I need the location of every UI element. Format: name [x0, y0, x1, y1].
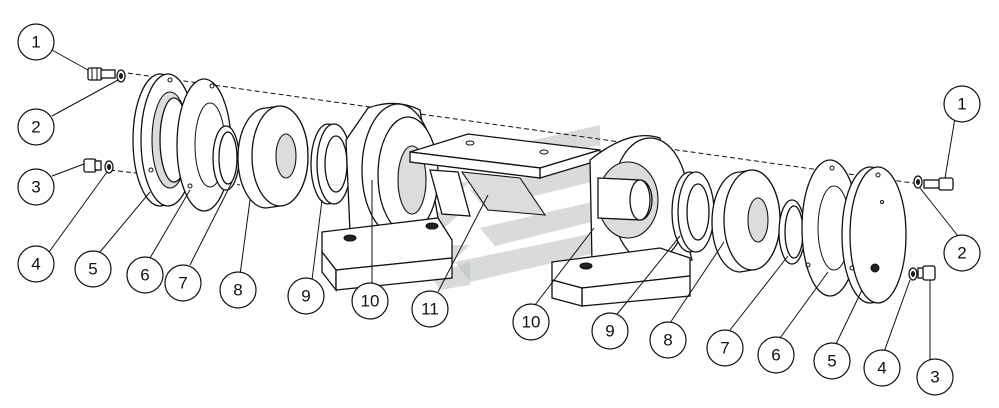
flange-cover-right [841, 166, 907, 304]
bearing-insert-left [237, 105, 309, 209]
callout-c8-left: 8 [219, 271, 257, 309]
callout-circle [943, 85, 981, 123]
callout-label: 3 [31, 178, 40, 197]
callout-c7-left: 7 [164, 264, 202, 302]
callout-label: 2 [957, 244, 966, 263]
callout-label: 10 [361, 292, 380, 311]
callout-label: 3 [930, 368, 939, 387]
snap-ring-right [778, 199, 806, 265]
callout-label: 8 [233, 281, 242, 300]
callout-label: 4 [877, 359, 886, 378]
callout-c10-left: 10 [351, 282, 389, 320]
seal-left [310, 123, 352, 205]
callout-label: 6 [771, 346, 780, 365]
bearing-insert-right [711, 169, 781, 273]
callout-c8-right: 8 [649, 321, 687, 359]
callout-label: 5 [88, 260, 97, 279]
callout-circle [512, 303, 550, 341]
washer-left-lower [104, 160, 114, 174]
callout-c2-right: 2 [943, 234, 981, 272]
callout-circle [706, 329, 744, 367]
callout-c6-left: 6 [126, 256, 164, 294]
callout-label: 7 [178, 274, 187, 293]
callout-label: 8 [663, 331, 672, 350]
callout-circle [757, 336, 795, 374]
callout-circle [74, 250, 112, 288]
callout-c5-left: 5 [74, 250, 112, 288]
callout-c3-right: 3 [916, 358, 954, 396]
washer-left-upper [116, 69, 126, 83]
callout-label: 2 [31, 118, 40, 137]
callout-c6-right: 6 [757, 336, 795, 374]
callout-label: 7 [720, 339, 729, 358]
callout-circle [591, 312, 629, 350]
callout-c10-right: 10 [512, 303, 550, 341]
callout-circle [17, 108, 55, 146]
axis-line-upper [119, 71, 921, 185]
callout-label: 9 [301, 287, 310, 306]
bearing-housing-right [551, 134, 693, 307]
callout-circle [17, 168, 55, 206]
nut-left [83, 158, 102, 173]
callout-label: 5 [827, 352, 836, 371]
callout-label: 4 [31, 255, 40, 274]
callout-c5-right: 5 [813, 342, 851, 380]
snap-ring-left [212, 125, 240, 191]
callout-label: 10 [522, 313, 541, 332]
nut-right [917, 265, 936, 281]
shaft-block [409, 133, 601, 217]
callout-c9-left: 9 [287, 277, 325, 315]
callout-circle [411, 290, 449, 328]
callout-group: 1 2 3 4 5 6 7 8 9 10 11 10 9 8 7 6 5 4 3 2 1 [17, 23, 981, 396]
callout-circle [863, 349, 901, 387]
bearing-housing-left [321, 102, 453, 292]
callout-circle [287, 277, 325, 315]
callout-label: 1 [31, 33, 40, 52]
callout-circle [126, 256, 164, 294]
callout-circle [351, 282, 389, 320]
callout-c1-right: 1 [943, 85, 981, 123]
washer-right-lower [908, 267, 918, 281]
callout-label: 6 [140, 266, 149, 285]
callout-circle [164, 264, 202, 302]
bolt-left [87, 67, 116, 81]
callout-circle [916, 358, 954, 396]
callout-c11: 11 [411, 290, 449, 328]
callout-circle [219, 271, 257, 309]
callout-label: 11 [421, 300, 439, 319]
callout-circle [17, 245, 55, 283]
callout-c2-left: 2 [17, 108, 55, 146]
callout-circle [649, 321, 687, 359]
callout-c3-left: 3 [17, 168, 55, 206]
callout-circle [17, 23, 55, 61]
washer-right-upper [913, 175, 923, 189]
bolt-right [923, 177, 954, 191]
callout-label: 1 [957, 95, 966, 114]
callout-label: 9 [605, 322, 614, 341]
callout-c4-right: 4 [863, 349, 901, 387]
callout-c9-right: 9 [591, 312, 629, 350]
callout-c4-left: 4 [17, 245, 55, 283]
leader-lines [48, 49, 959, 360]
callout-circle [813, 342, 851, 380]
callout-c1-left: 1 [17, 23, 55, 61]
callout-c7-right: 7 [706, 329, 744, 367]
callout-circle [943, 234, 981, 272]
seal-right [671, 171, 715, 253]
